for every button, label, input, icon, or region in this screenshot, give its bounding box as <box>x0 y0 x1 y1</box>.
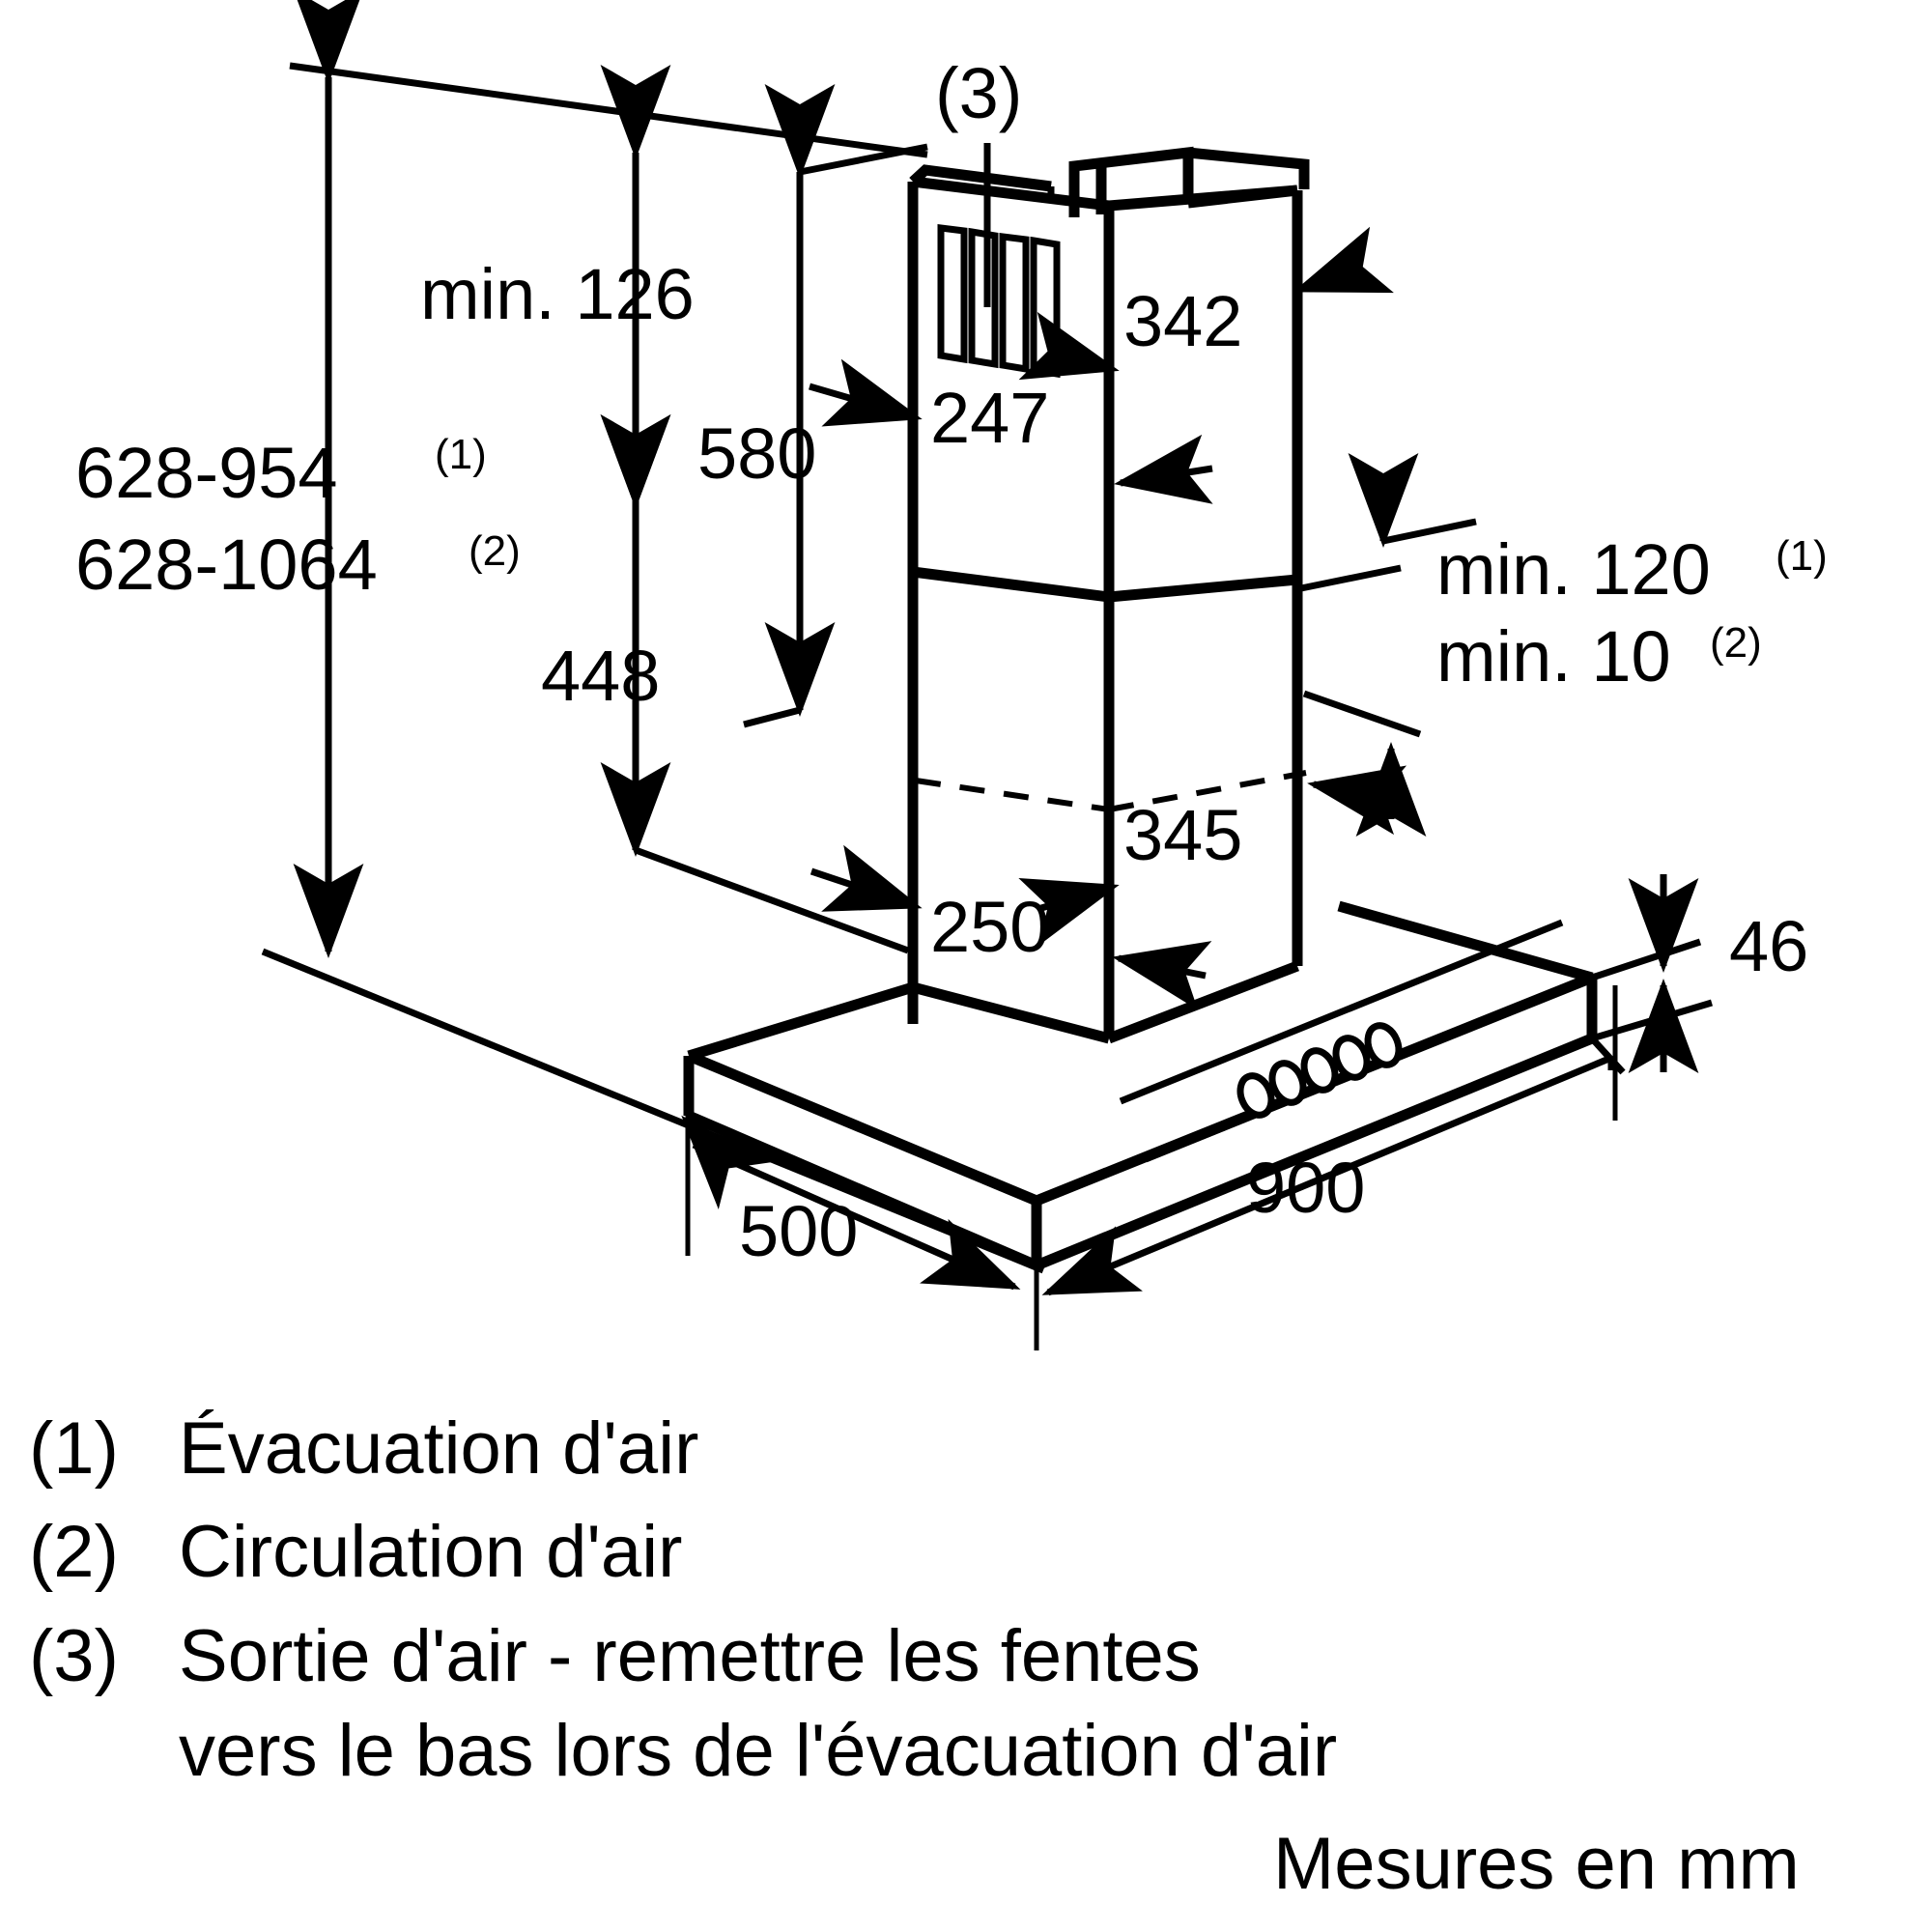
dim-label-min-10: min. 10 <box>1436 616 1671 696</box>
dim-46 <box>1590 874 1714 1073</box>
dim-label-448: 448 <box>541 636 660 716</box>
lower-chimney <box>907 566 1307 1044</box>
legend-item-3-marker: (3) <box>29 1615 119 1697</box>
dim-label-overall-1-ref: (1) <box>435 431 487 478</box>
legend-item-1-marker: (1) <box>29 1407 119 1490</box>
dim-label-46: 46 <box>1729 906 1808 986</box>
dim-900 <box>1041 985 1626 1296</box>
dim-label-overall-1: 628-954 <box>75 433 338 513</box>
dim-label-500: 500 <box>739 1191 858 1271</box>
dim-448 <box>600 414 910 954</box>
dim-label-overall-2: 628-1064 <box>75 525 378 605</box>
dim-label-580: 580 <box>697 413 816 494</box>
legend-item-3-text-line2: vers le bas lors de l'évacuation d'air <box>179 1710 1337 1792</box>
dim-250 <box>810 844 923 912</box>
legend-item-2-marker: (2) <box>29 1511 119 1593</box>
units-note: Mesures en mm <box>1273 1823 1800 1905</box>
dim-label-air-outlet-ref: (3) <box>935 53 1022 133</box>
dim-label-min-126: min. 126 <box>420 254 695 334</box>
dim-label-900: 900 <box>1246 1148 1365 1228</box>
dim-label-overall-2-ref: (2) <box>469 527 521 575</box>
legend-item-2-text: Circulation d'air <box>179 1511 682 1593</box>
dim-580 <box>743 84 928 728</box>
legend-item-3-text: Sortie d'air - remettre les fentes <box>179 1615 1201 1697</box>
dim-345 <box>1018 878 1212 1010</box>
dim-label-min-120: min. 120 <box>1436 529 1711 610</box>
control-buttons[interactable] <box>1235 1021 1405 1120</box>
legend: (1) Évacuation d'air (2) Circulation d'a… <box>29 1407 1337 1792</box>
air-outlet-slots <box>937 224 1061 379</box>
dim-min-120-10 <box>1295 453 1477 837</box>
legend-item-1-text: Évacuation d'air <box>179 1407 698 1490</box>
dim-label-min-120-ref: (1) <box>1776 532 1828 580</box>
dim-label-min-10-ref: (2) <box>1710 619 1762 667</box>
dim-label-345: 345 <box>1123 795 1242 875</box>
dim-247 <box>809 358 923 427</box>
dim-label-247: 247 <box>930 378 1049 458</box>
dim-label-342: 342 <box>1123 281 1242 361</box>
dim-342 <box>1018 226 1394 504</box>
dim-500 <box>681 1087 1039 1350</box>
dim-label-250: 250 <box>930 887 1049 967</box>
